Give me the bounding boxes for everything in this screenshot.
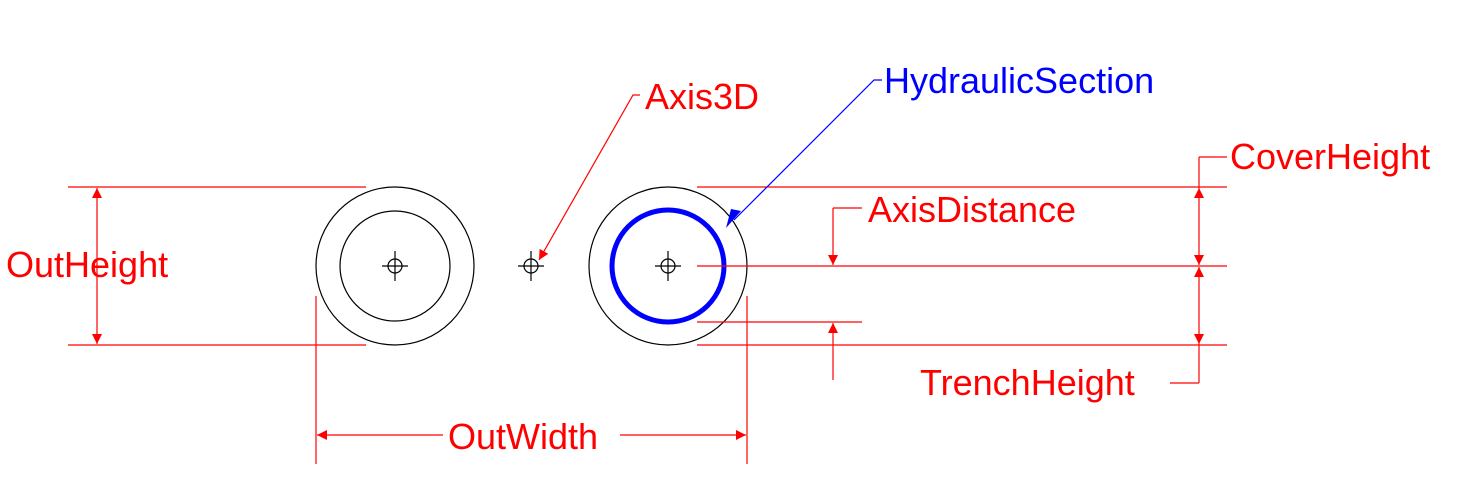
right-pipe-center-mark xyxy=(655,251,681,281)
left-pipe-inner-circle xyxy=(339,210,451,322)
axis3d-label: Axis3D xyxy=(645,76,759,117)
left-pipe-center-mark xyxy=(382,251,408,281)
axis3d-leader xyxy=(538,94,640,261)
left-pipe-outer-circle xyxy=(315,186,475,346)
hydraulic-section-leader xyxy=(726,79,882,228)
out-width-label: OutWidth xyxy=(448,416,598,457)
out-height-label: OutHeight xyxy=(6,244,168,285)
cover-height-label: CoverHeight xyxy=(1230,136,1430,177)
trench-height-label: TrenchHeight xyxy=(920,362,1135,403)
left-pipe xyxy=(315,186,475,346)
dimension-lines xyxy=(68,94,1227,464)
hydraulic-section-label: HydraulicSection xyxy=(884,60,1154,101)
axis3d-marker xyxy=(518,251,544,281)
axis-distance-label: AxisDistance xyxy=(868,189,1076,230)
